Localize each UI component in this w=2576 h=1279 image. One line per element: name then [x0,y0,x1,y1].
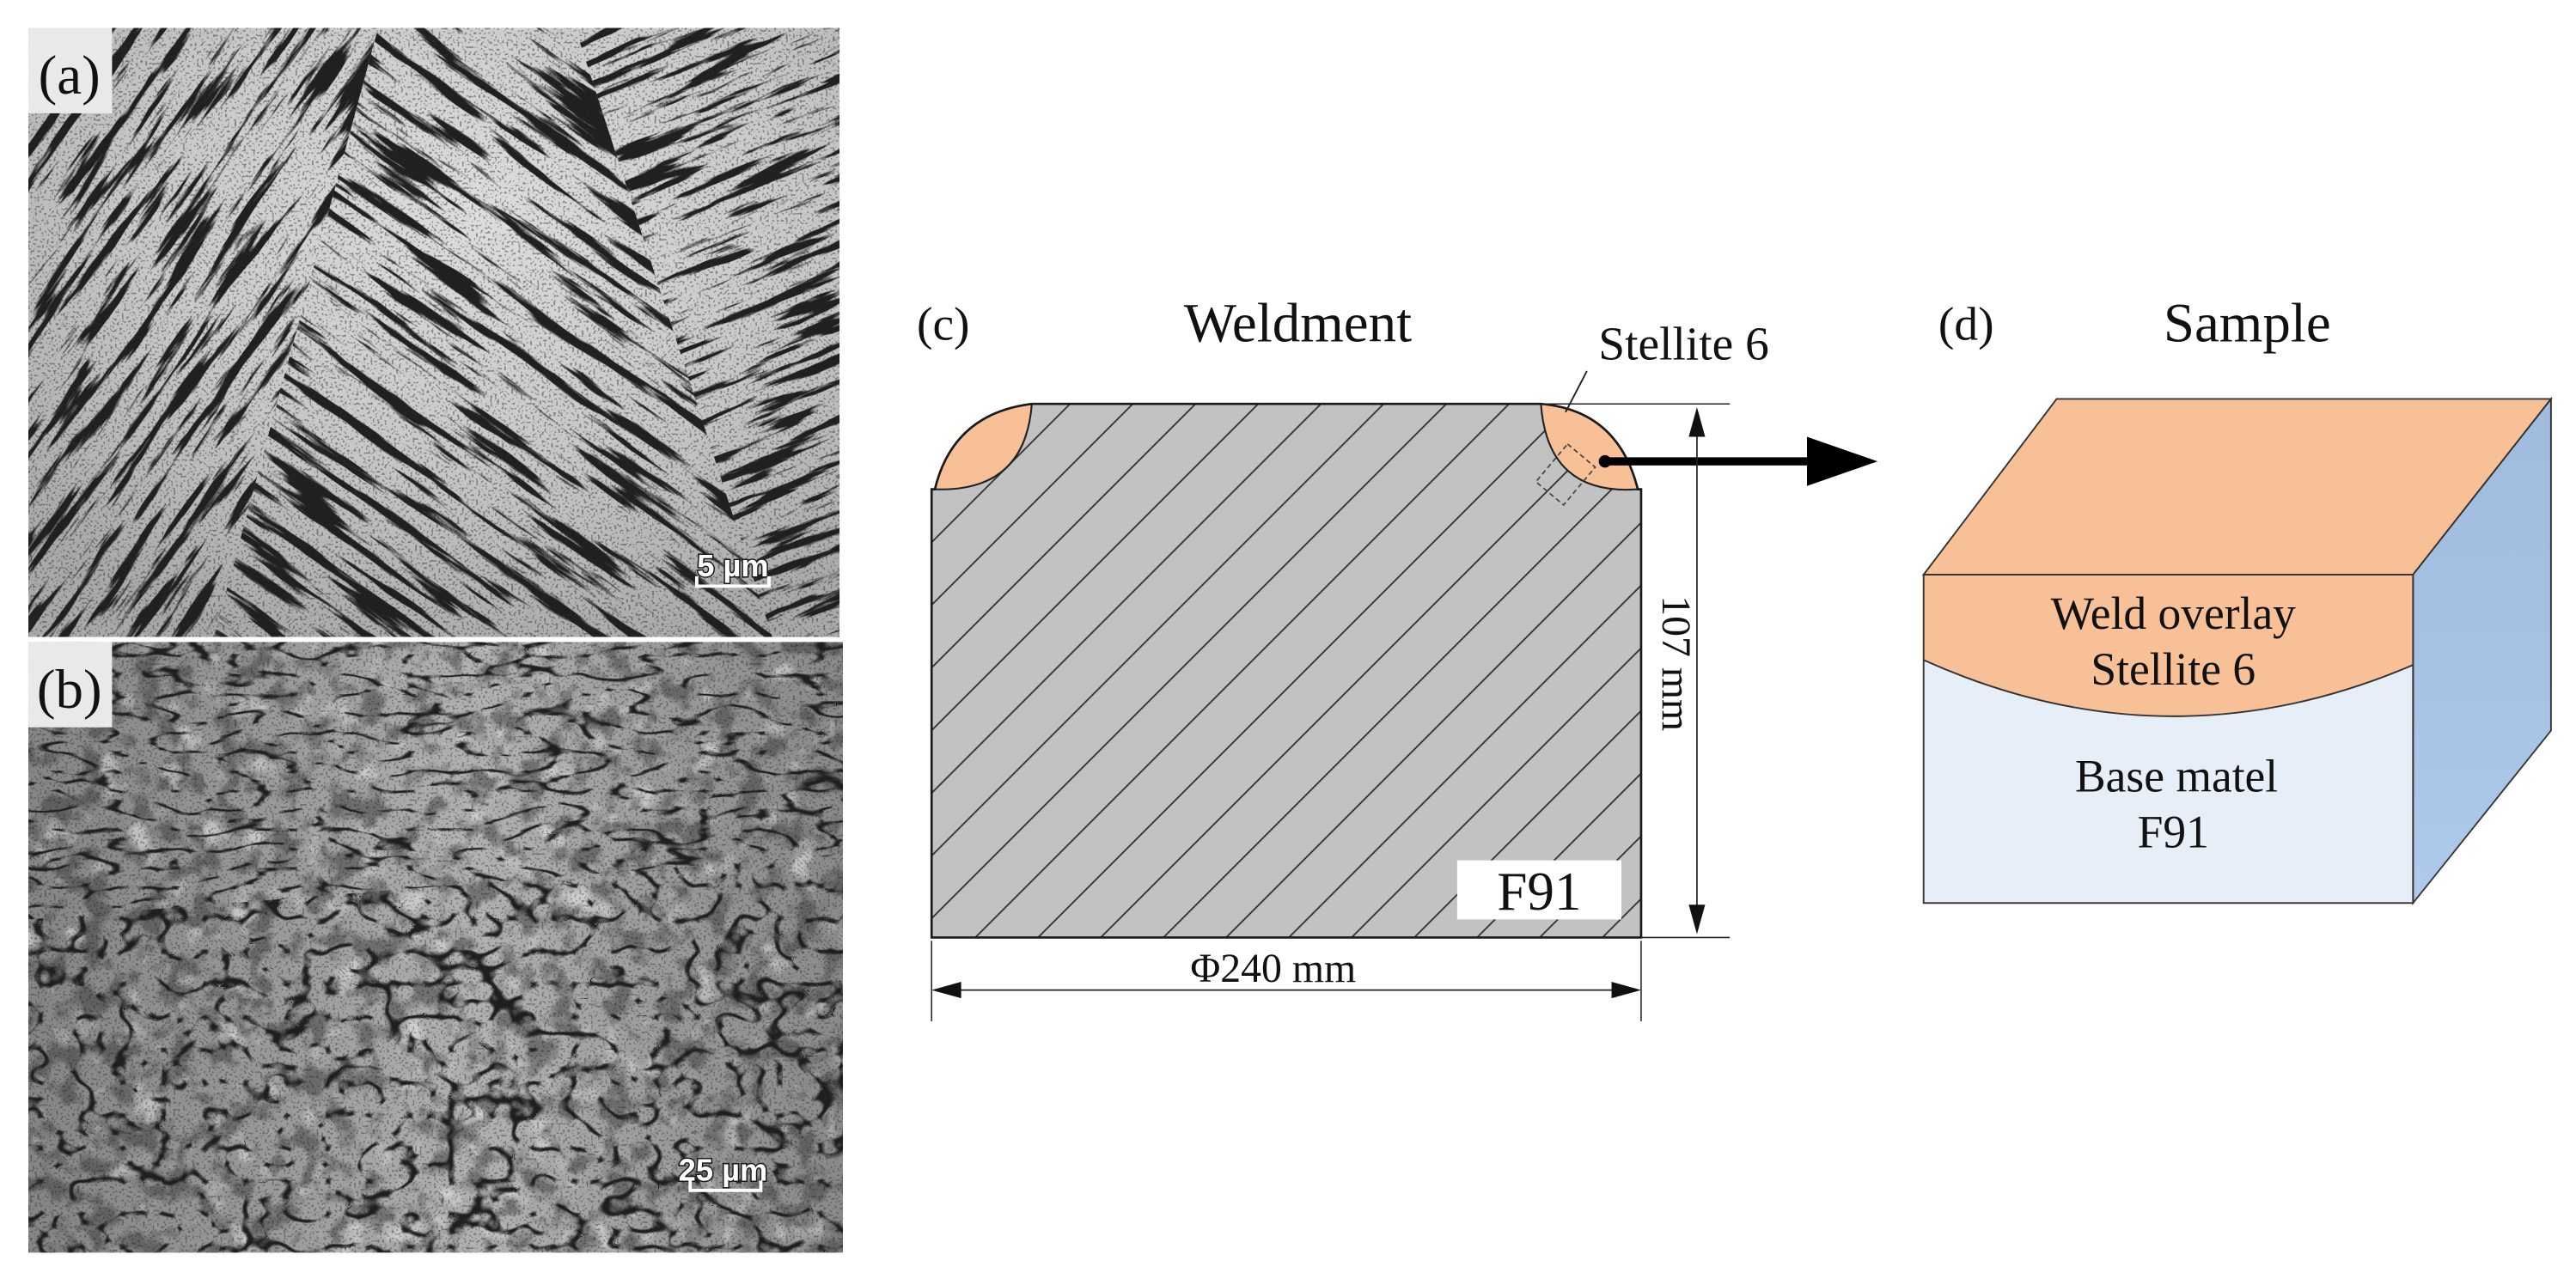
material-label-box [1456,860,1622,920]
panel-d: (d) Sample Weld overlay Stellite 6 Base … [1921,293,2553,906]
height-arrowhead-top [1688,407,1706,437]
weldment-hatching [931,404,1641,938]
panel-a: (a) 5 µm [27,27,840,637]
overlay-callout: Stellite 6 [1565,318,1769,413]
panel-a-label: (a) [39,45,101,107]
diameter-arrowhead-left [931,982,961,999]
sample-front-weld-overlay [1923,574,2414,716]
scale-bar-a-line [694,576,771,588]
base-metal-label-line2: F91 [2138,806,2209,857]
sample-side-shading [2413,399,2551,904]
panel-b-label-box [27,642,113,728]
height-dimension: 107 mm [1541,403,1731,939]
panel-c-label: (c) [917,298,970,350]
weldment-cross-section [930,402,1643,939]
base-metal-label-line1: Base matel [2075,750,2278,801]
scale-bar-b-line [688,1180,763,1192]
weld-overlay-label-line2: Stellite 6 [2091,643,2256,695]
extraction-arrow [1598,436,1878,486]
sample-front-outline [1922,574,2414,904]
scale-bar-a: 5 µm [694,546,771,588]
height-dimension-text: 107 mm [1653,595,1699,731]
overlay-callout-text: Stellite 6 [1598,318,1769,370]
fusion-boundary [1923,659,2414,717]
panel-c: (c) Weldment F91 Stellite 6 [917,293,1878,1021]
overlay-callout-leader [1565,370,1588,413]
sample-block [1921,396,2553,906]
height-arrowhead-bottom [1688,904,1706,935]
diameter-arrowhead-right [1611,982,1641,999]
micrograph-a-grain [27,27,840,637]
material-label-text: F91 [1497,862,1581,922]
panel-d-label: (d) [1938,298,1994,350]
scale-bar-b-label: 25 µm [679,1152,768,1187]
panel-a-label-box [27,27,113,113]
scale-bar-b: 25 µm [677,1151,769,1192]
diameter-dimension: Φ240 mm [931,941,1642,1021]
micrograph-b [27,642,844,1253]
panel-d-title: Sample [2164,293,2331,355]
diameter-dimension-text: Φ240 mm [1190,946,1356,991]
extraction-arrow-head [1807,436,1878,486]
panel-b-label: (b) [37,659,102,721]
panel-b: (b) 25 µm [27,642,844,1253]
micrograph-b-grain [27,642,844,1253]
panel-c-title: Weldment [1184,293,1412,355]
weld-overlay-label-line1: Weld overlay [2051,588,2297,639]
micrograph-a [27,27,840,637]
material-label: F91 [1456,860,1622,922]
scale-bar-a-label: 5 µm [697,548,768,583]
